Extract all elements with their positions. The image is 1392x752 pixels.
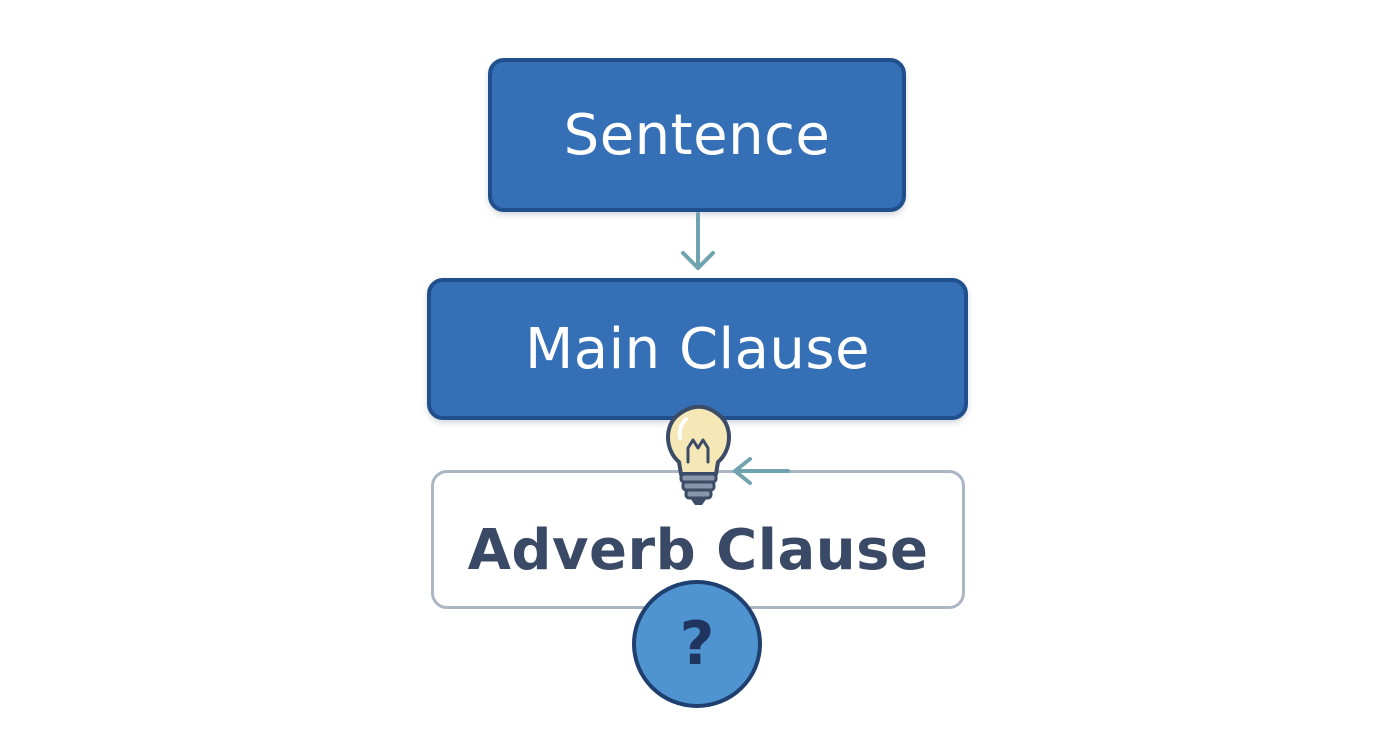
sentence-node: Sentence — [488, 58, 906, 212]
main-clause-label: Main Clause — [524, 316, 871, 382]
question-mark: ? — [679, 609, 715, 679]
arrow-sentence-to-main — [681, 212, 715, 270]
adverb-clause-label: Adverb Clause — [467, 518, 929, 583]
question-icon: ? — [632, 580, 762, 708]
sentence-label: Sentence — [563, 102, 831, 168]
main-clause-node: Main Clause — [427, 278, 968, 420]
